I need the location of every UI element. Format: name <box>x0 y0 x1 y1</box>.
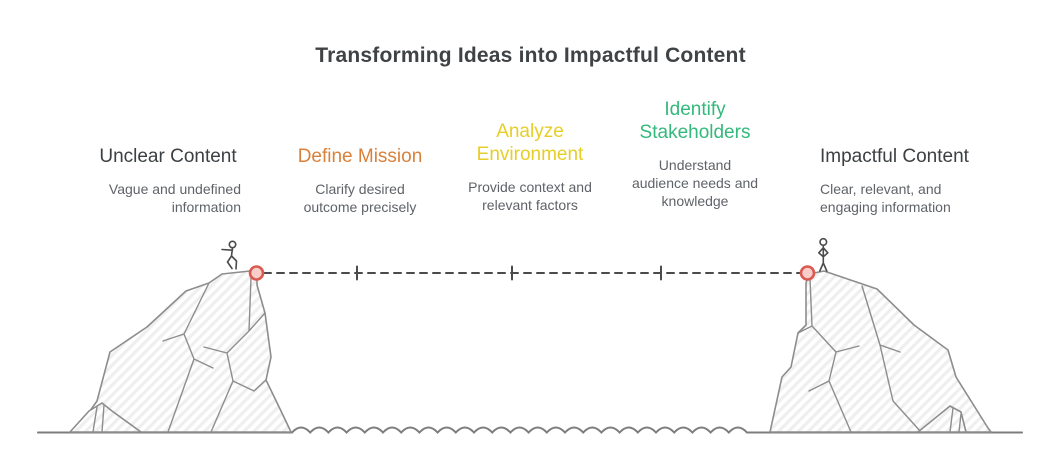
stage-label: Impactful Content <box>820 146 969 167</box>
stage-description: Provide context and relevant factors <box>468 179 592 213</box>
stage-description: Clarify desired outcome precisely <box>303 181 417 215</box>
stage-description: Clear, relevant, and engaging informatio… <box>820 181 951 215</box>
stage-label: Identify Stakeholders <box>639 99 751 143</box>
stage-unclear-content: Unclear Content Vague and undefined info… <box>95 145 241 216</box>
right-cliff-body <box>769 270 992 433</box>
water-waves-line <box>291 426 748 434</box>
stage-description: Understand audience needs and knowledge <box>631 157 759 209</box>
stage-label: Define Mission <box>297 146 423 167</box>
left-cliff-facets <box>162 277 267 433</box>
right-cliff-facets <box>797 278 922 433</box>
stick-figure-climber <box>221 240 238 270</box>
end-point-marker <box>799 265 816 281</box>
right-cliff <box>769 270 992 433</box>
page-title: Transforming Ideas into Impactful Conten… <box>315 44 746 67</box>
segment-tick-marks <box>356 265 662 281</box>
start-point-marker <box>248 265 265 281</box>
left-cliff-rock-facets <box>92 404 105 433</box>
stage-label: Unclear Content <box>99 146 237 167</box>
stage-label: Analyze Environment <box>476 121 584 165</box>
stage-analyze-environment: Analyze Environment Provide context and … <box>460 120 600 214</box>
right-cliff-rock-facets <box>949 407 962 433</box>
stage-define-mission: Define Mission Clarify desired outcome p… <box>295 145 425 216</box>
journey-dashed-line <box>263 265 801 281</box>
left-cliff <box>69 270 292 433</box>
stick-figure-standing <box>818 237 829 272</box>
stage-identify-stakeholders: Identify Stakeholders Understand audienc… <box>630 98 760 210</box>
stage-description: Vague and undefined information <box>108 181 241 215</box>
left-cliff-rock <box>69 402 142 433</box>
stage-impactful-content: Impactful Content Clear, relevant, and e… <box>820 145 990 216</box>
